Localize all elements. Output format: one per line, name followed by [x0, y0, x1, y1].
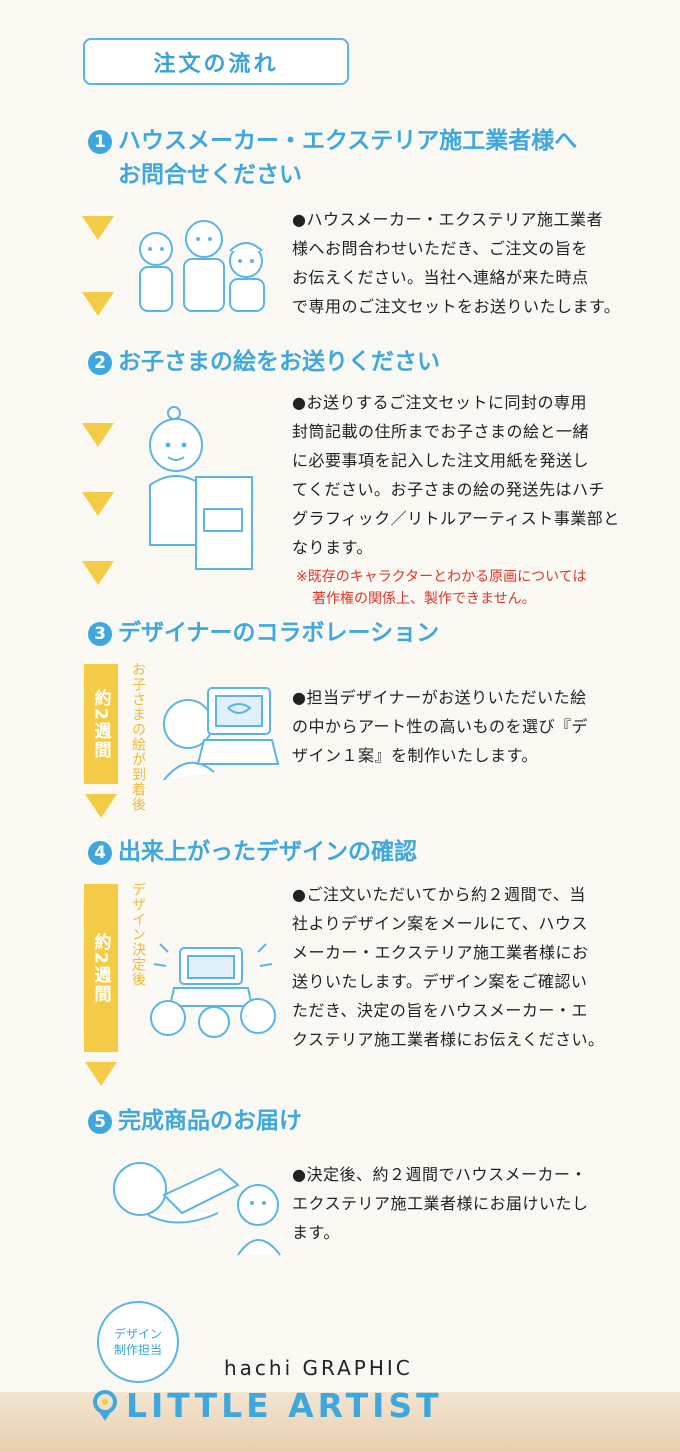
step-4-body-line: ●ご注文いただいてから約２週間で、当: [292, 885, 586, 904]
step-5-body-line: ●決定後、約２週間でハウスメーカー・: [292, 1165, 587, 1184]
step-4-body-line: 社よりデザイン案をメールにて、ハウス: [292, 914, 588, 933]
step-3-body-line: の中からアート性の高いものを選び『デ: [292, 717, 589, 736]
step-3-number: 3: [88, 622, 112, 646]
step-3-vertical-note: お子さまの絵が到着後: [130, 662, 146, 812]
step-2-note: ※既存のキャラクターとわかる原画については 著作権の関係上、製作できません。: [296, 566, 586, 610]
step-1-heading-line2: お問合せください: [118, 162, 302, 188]
step-5-body-line: エクステリア施工業者様にお届けいたし: [292, 1194, 589, 1213]
brand-logo: LITTLE ARTIST: [92, 1386, 443, 1425]
step-1-heading: 1 ハウスメーカー・エクステリア施工業者様へ お問合せください: [88, 124, 577, 192]
step-3-body-line: ●担当デザイナーがお送りいただいた絵: [292, 688, 587, 707]
step-2-note-line: 著作権の関係上、製作できません。: [312, 591, 536, 607]
step-4-body-line: ただき、決定の旨をハウスメーカー・エ: [292, 1001, 588, 1020]
step-3-body: ●担当デザイナーがお送りいただいた絵 の中からアート性の高いものを選び『デ ザイ…: [292, 683, 588, 770]
step-1-body-line: 様へお問合わせいただき、ご注文の旨を: [292, 239, 588, 258]
step-5-heading: 5 完成商品のお届け: [88, 1104, 302, 1138]
step-4-body-line: 送りいたします。デザイン案をご確認い: [292, 972, 588, 991]
step-2-body-line: てください。お子さまの絵の発送先はハチ: [292, 480, 606, 499]
step-1-body-line: ●ハウスメーカー・エクステリア施工業者: [292, 210, 603, 229]
step-2-body-line: 封筒記載の住所までお子さまの絵と一緒: [292, 422, 590, 441]
step-2-number: 2: [88, 351, 112, 375]
brand-name: LITTLE ARTIST: [126, 1386, 443, 1425]
flow-arrow-icon: [82, 561, 114, 585]
family-laptop-illustration-icon: [150, 943, 276, 1038]
step-4-duration-bar: 約2週間: [84, 884, 118, 1052]
page-title: 注文の流れ: [153, 51, 279, 77]
badge-line: デザイン: [113, 1327, 162, 1341]
step-3-body-line: ザイン１案』を制作いたします。: [292, 746, 538, 765]
step-1-body-line: お伝えください。当社へ連絡が来た時点: [292, 268, 589, 287]
flow-arrow-icon: [85, 1062, 117, 1086]
step-5-number: 5: [88, 1110, 112, 1134]
step-3-heading: 3 デザイナーのコラボレーション: [88, 616, 439, 650]
step-5-body-line: ます。: [292, 1223, 340, 1242]
page-title-box: 注文の流れ: [83, 38, 349, 85]
delivery-illustration-icon: [113, 1162, 281, 1256]
flow-arrow-icon: [82, 423, 114, 447]
design-staff-badge: デザイン 制作担当: [97, 1301, 179, 1383]
step-4-duration-label: 約2週間: [90, 932, 111, 1004]
step-4-body-line: メーカー・エクステリア施工業者様にお: [292, 943, 589, 962]
flow-arrow-icon: [82, 492, 114, 516]
step-5-body: ●決定後、約２週間でハウスメーカー・ エクステリア施工業者様にお届けいたし ます…: [292, 1160, 589, 1247]
badge-line: 制作担当: [113, 1343, 162, 1357]
people-illustration-icon: [139, 220, 265, 312]
step-5-heading-line1: 完成商品のお届け: [118, 1108, 302, 1134]
step-2-body-line: グラフィック／リトルアーティスト事業部と: [292, 509, 620, 528]
step-4-heading: 4 出来上がったデザインの確認: [88, 835, 417, 869]
step-3-duration-bar: 約2週間: [84, 664, 118, 784]
flow-arrow-icon: [85, 794, 117, 818]
step-4-number: 4: [88, 841, 112, 865]
step-2-body-line: ●お送りするご注文セットに同封の専用: [292, 393, 587, 412]
step-2-heading-line1: お子さまの絵をお送りください: [118, 349, 440, 375]
step-3-heading-line1: デザイナーのコラボレーション: [118, 620, 440, 646]
child-sending-drawing-illustration-icon: [149, 406, 253, 570]
flow-arrow-icon: [82, 292, 114, 316]
designer-computer-illustration-icon: [163, 687, 280, 780]
step-4-body-line: クステリア施工業者様にお伝えください。: [292, 1030, 605, 1049]
step-1-body-line: で専用のご注文セットをお送りいたします。: [292, 297, 621, 316]
pin-icon: [93, 1389, 117, 1421]
step-4-body: ●ご注文いただいてから約２週間で、当 社よりデザイン案をメールにて、ハウス メー…: [292, 880, 605, 1054]
step-1-body: ●ハウスメーカー・エクステリア施工業者 様へお問合わせいただき、ご注文の旨を お…: [292, 205, 620, 321]
step-1-number: 1: [88, 130, 112, 154]
company-name: hachi GRAPHIC: [224, 1356, 413, 1380]
step-4-heading-line1: 出来上がったデザインの確認: [118, 839, 417, 865]
step-2-heading: 2 お子さまの絵をお送りください: [88, 345, 440, 379]
step-3-duration-label: 約2週間: [90, 688, 111, 760]
step-2-body-line: なります。: [292, 538, 373, 557]
step-2-body-line: に必要事項を記入した注文用紙を発送し: [292, 451, 590, 470]
step-1-heading-line1: ハウスメーカー・エクステリア施工業者様へ: [118, 128, 578, 154]
step-2-body: ●お送りするご注文セットに同封の専用 封筒記載の住所までお子さまの絵と一緒 に必…: [292, 388, 620, 562]
flow-arrow-icon: [82, 216, 114, 240]
step-2-note-line: ※既存のキャラクターとわかる原画については: [296, 569, 587, 585]
step-4-vertical-note: デザイン決定後: [130, 882, 146, 987]
